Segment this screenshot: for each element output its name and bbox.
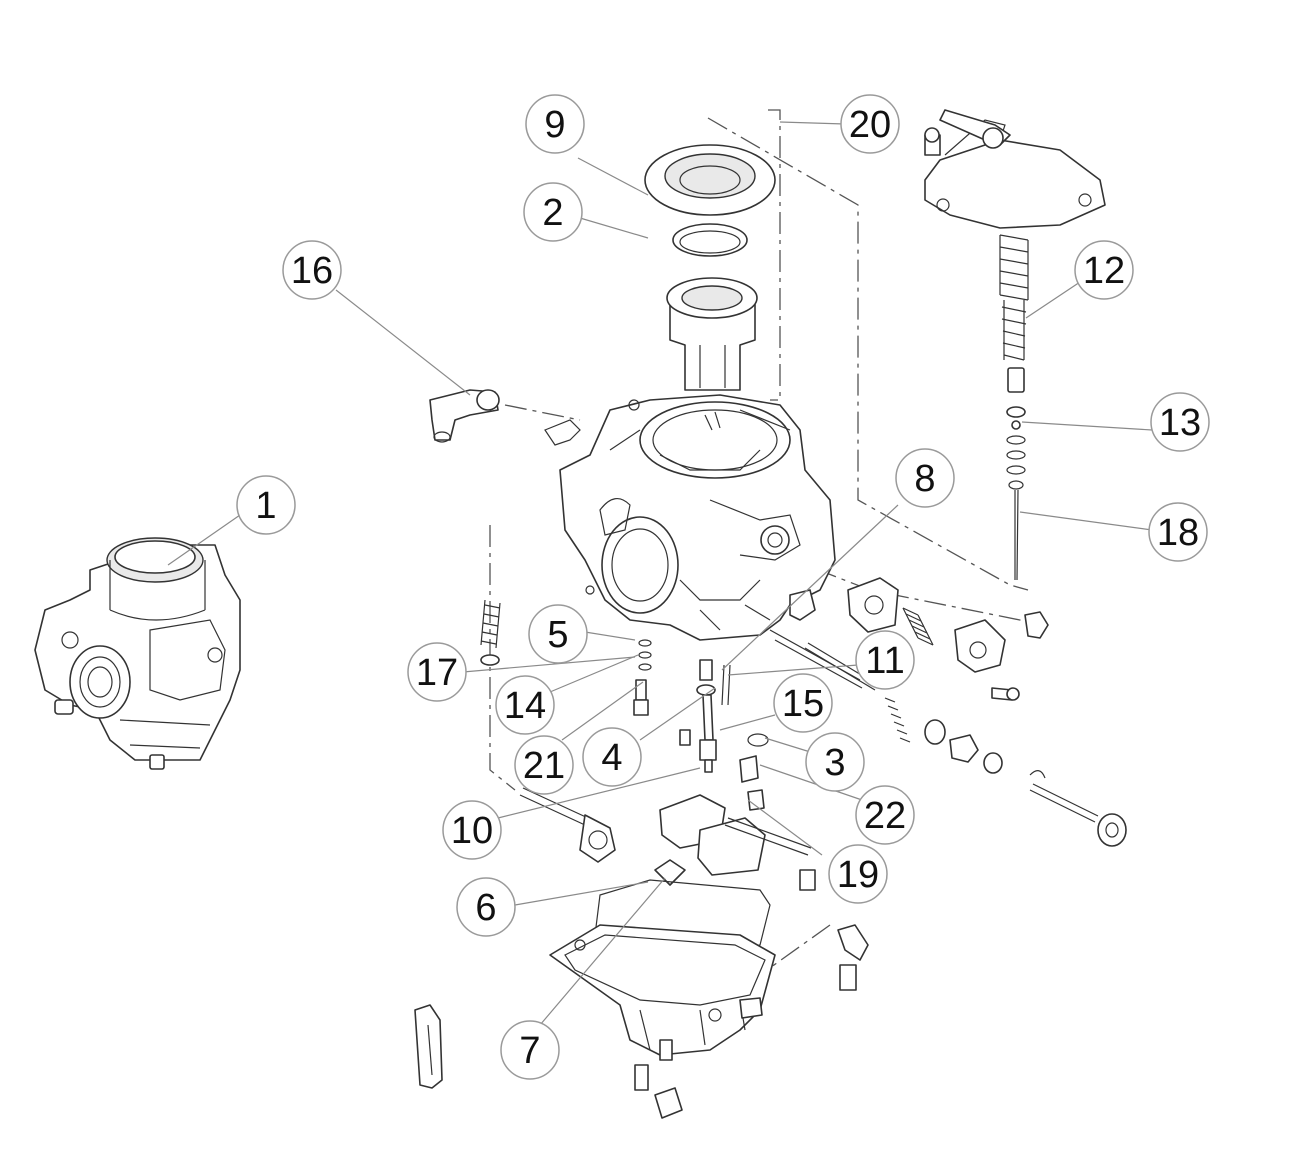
callout-18-label: 18 (1157, 512, 1199, 554)
callout-10-label: 10 (451, 810, 493, 852)
callout-5-circle (528, 604, 588, 664)
callout-18-circle (1148, 502, 1208, 562)
callout-4-circle (582, 727, 642, 787)
callout-9-circle (525, 94, 585, 154)
callout-8-label: 8 (914, 458, 935, 500)
callout-15-label: 15 (782, 683, 824, 725)
callout-15-circle (773, 673, 833, 733)
callout-13-label: 13 (1159, 402, 1201, 444)
float-parts (654, 794, 812, 886)
callout-1-circle (236, 475, 296, 535)
callout-8: 8 (895, 448, 955, 508)
callout-17: 17 (407, 642, 467, 702)
callout-16-label: 16 (291, 250, 333, 292)
callout-16: 16 (282, 240, 342, 300)
carburetor-assembly-illustration (34, 537, 241, 770)
callout-2: 2 (523, 182, 583, 242)
callout-20: 20 (840, 94, 900, 154)
carburetor-body-part (544, 394, 863, 689)
callout-13: 13 (1150, 392, 1210, 452)
callout-19: 19 (828, 844, 888, 904)
callout-5: 5 (528, 604, 588, 664)
callout-3: 3 (805, 732, 865, 792)
throttle-screw-parts (804, 642, 1127, 847)
ring-part (672, 223, 748, 257)
callout-14-circle (495, 675, 555, 735)
callout-3-circle (805, 732, 865, 792)
callout-1-label: 1 (255, 485, 276, 527)
slide-piston-part (666, 277, 758, 391)
callout-6: 6 (456, 877, 516, 937)
diaphragm-part (644, 144, 776, 216)
callout-14: 14 (495, 675, 555, 735)
callout-6-label: 6 (475, 887, 496, 929)
jet-needle-parts (1006, 367, 1026, 581)
callout-12-circle (1074, 240, 1134, 300)
float-bowl-part (549, 869, 869, 1119)
callout-9: 9 (525, 94, 585, 154)
callout-16-circle (282, 240, 342, 300)
callout-22-circle (855, 785, 915, 845)
callout-6-circle (456, 877, 516, 937)
callout-4-label: 4 (601, 737, 622, 779)
callout-22-label: 22 (864, 795, 906, 837)
callout-3-label: 3 (824, 742, 845, 784)
callout-20-circle (840, 94, 900, 154)
callout-13-circle (1150, 392, 1210, 452)
callout-18: 18 (1148, 502, 1208, 562)
callout-21: 21 (514, 735, 574, 795)
callout-7-circle (500, 1020, 560, 1080)
callout-19-label: 19 (837, 854, 879, 896)
hose-elbow-part (429, 389, 500, 443)
choke-assembly-parts (847, 577, 1049, 701)
callout-2-circle (523, 182, 583, 242)
pilot-screw-part (519, 787, 616, 863)
callout-17-circle (407, 642, 467, 702)
callout-7: 7 (500, 1020, 560, 1080)
callout-2-label: 2 (542, 192, 563, 234)
callout-17-label: 17 (416, 652, 458, 694)
callout-1: 1 (236, 475, 296, 535)
callout-11: 11 (855, 630, 915, 690)
callout-22: 22 (855, 785, 915, 845)
callout-4: 4 (582, 727, 642, 787)
callout-21-circle (514, 735, 574, 795)
callout-20-label: 20 (849, 104, 891, 146)
callout-5-label: 5 (547, 614, 568, 656)
callout-11-circle (855, 630, 915, 690)
callout-12-label: 12 (1083, 250, 1125, 292)
spring-part (999, 234, 1029, 361)
callout-15: 15 (773, 673, 833, 733)
callout-leader-lines (167, 121, 1153, 1026)
callout-14-label: 14 (504, 685, 546, 727)
top-cover-part (924, 109, 1106, 229)
callout-7-label: 7 (519, 1030, 540, 1072)
callout-10-circle (442, 800, 502, 860)
callout-12: 12 (1074, 240, 1134, 300)
callout-11-label: 11 (865, 640, 904, 682)
callout-9-label: 9 (544, 104, 565, 146)
callout-10: 10 (442, 800, 502, 860)
callout-8-circle (895, 448, 955, 508)
callout-19-circle (828, 844, 888, 904)
bracket-part (414, 1004, 443, 1089)
callout-21-label: 21 (523, 745, 565, 787)
